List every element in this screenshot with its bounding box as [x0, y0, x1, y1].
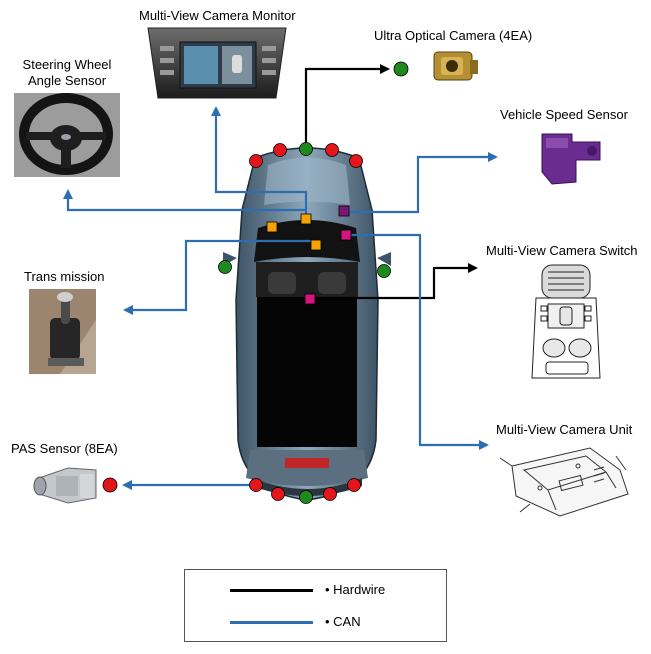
legend: • Hardwire • CAN: [184, 569, 447, 642]
camera-marker: [299, 142, 313, 156]
pas-sensor-image: [33, 467, 97, 504]
pas-marker: [323, 487, 337, 501]
camera-unit-image: [499, 447, 629, 517]
legend-hardwire-swatch: [230, 589, 313, 592]
can-speed-line: [346, 152, 498, 214]
pas-marker: [249, 154, 263, 168]
transmission-image: [29, 289, 96, 374]
connector-purple: [338, 205, 350, 217]
hardwire-camera-line: [304, 64, 390, 144]
camera-marker: [218, 260, 232, 274]
pas-marker: [325, 143, 339, 157]
camera-marker: [299, 490, 313, 504]
pas-sensor-label: PAS Sensor (8EA): [11, 441, 118, 456]
monitor-image: [147, 27, 287, 99]
connector-magenta: [340, 229, 352, 241]
pas-marker: [347, 478, 361, 492]
speed-sensor-label: Vehicle Speed Sensor: [500, 107, 628, 122]
connector-orange: [300, 213, 312, 225]
connection-lines: [63, 64, 498, 490]
transmission-label: Trans mission: [24, 269, 105, 284]
sensor-markers: [102, 61, 409, 504]
legend-item-hardwire: • Hardwire: [185, 580, 446, 600]
pas-marker: [273, 143, 287, 157]
connector-orange: [266, 221, 278, 233]
camera-marker: [393, 61, 409, 77]
ultra-camera-label: Ultra Optical Camera (4EA): [374, 28, 533, 43]
camera-switch-label: Multi-View Camera Switch: [486, 243, 638, 258]
camera-switch-image: [531, 264, 601, 379]
pas-marker: [249, 478, 263, 492]
steering-label-line2: Angle Sensor: [27, 73, 107, 88]
connector-orange: [310, 239, 322, 251]
can-monitor-line: [211, 106, 308, 218]
speed-sensor-image: [541, 133, 601, 185]
pas-marker: [271, 487, 285, 501]
steering-label-line1: Steering Wheel: [22, 57, 112, 72]
legend-can-swatch: [230, 621, 313, 624]
camera-marker: [377, 264, 391, 278]
pas-marker: [102, 477, 118, 493]
legend-can-label: • CAN: [325, 614, 361, 629]
monitor-label: Multi-View Camera Monitor: [139, 8, 296, 23]
camera-unit-label: Multi-View Camera Unit: [496, 422, 633, 437]
legend-hardwire-label: • Hardwire: [325, 582, 386, 597]
can-steering-line: [63, 189, 306, 212]
can-unit-line: [346, 233, 489, 450]
can-transmission-line: [123, 239, 316, 315]
steering-wheel-image: [14, 93, 120, 177]
connectors: [266, 205, 352, 305]
connector-magenta: [304, 293, 316, 305]
ultra-camera-image: [433, 51, 478, 81]
legend-item-can: • CAN: [185, 612, 446, 632]
pas-marker: [349, 154, 363, 168]
hardwire-switch-line: [316, 263, 478, 300]
